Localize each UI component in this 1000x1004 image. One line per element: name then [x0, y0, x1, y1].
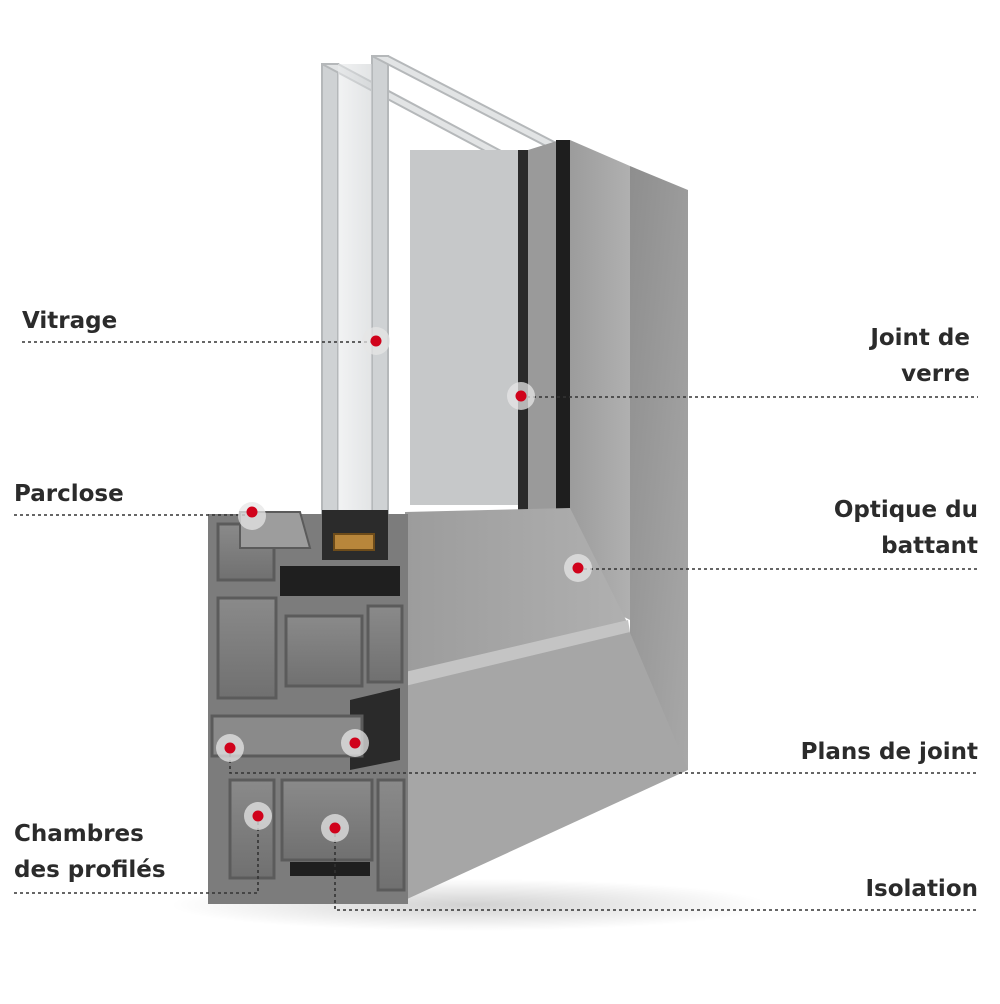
chamber-frame-3: [376, 778, 406, 892]
leader-chambres: [14, 816, 259, 894]
sash-vertical-front: [528, 140, 560, 520]
glass-surface: [338, 64, 372, 520]
label-chambres-line-1: Chambres: [14, 821, 144, 847]
chamber-frame-2: [280, 778, 374, 862]
glass-seal-block: [280, 566, 400, 596]
label-chambres-line-2: des profilés: [14, 857, 166, 883]
label-joint-verre: Joint de verre: [870, 320, 970, 392]
desiccant-spacer: [333, 533, 375, 551]
label-chambres: Chambres des profilés: [14, 816, 166, 888]
chamber-sash-2: [216, 596, 278, 700]
chamber-frame-1: [228, 778, 276, 880]
marker-plans-joint-2: [341, 729, 369, 757]
label-joint-verre-line-2: verre: [901, 361, 970, 387]
marker-vitrage: [362, 327, 390, 355]
label-parclose-line-1: Parclose: [14, 481, 124, 507]
glass-visible-area: [410, 150, 520, 505]
marker-isolation: [321, 814, 349, 842]
frame-bottom: [405, 508, 688, 900]
label-isolation: Isolation: [865, 871, 978, 907]
glass-pane-inner: [371, 55, 389, 521]
markers: [216, 327, 592, 842]
frame-bottom-bevel: [405, 620, 630, 686]
label-joint-verre-line-1: Joint de: [870, 325, 970, 351]
frame-vertical-outer: [630, 166, 688, 770]
glazing-group: [321, 55, 563, 521]
label-plans-joint-line-1: Plans de joint: [800, 739, 978, 765]
marker-chambres: [244, 802, 272, 830]
label-optique-line-1: Optique du: [833, 497, 978, 523]
frame-vertical-face: [570, 140, 630, 620]
glass-spacer: [518, 150, 528, 510]
glass-pane-outer: [321, 63, 339, 521]
frame-base-rail: [290, 862, 370, 876]
label-vitrage: Vitrage: [22, 303, 117, 339]
marker-parclose: [238, 502, 266, 530]
marker-plans-joint-1: [216, 734, 244, 762]
label-plans-joint: Plans de joint: [801, 734, 978, 770]
marker-optique: [564, 554, 592, 582]
marker-joint-verre: [507, 382, 535, 410]
frame-bottom-face: [405, 628, 688, 900]
label-isolation-line-1: Isolation: [865, 876, 978, 902]
chamber-sash-3: [284, 614, 364, 688]
label-vitrage-line-1: Vitrage: [22, 308, 118, 334]
glazing-gasket-strip: [556, 140, 570, 520]
label-optique: Optique du battant: [834, 492, 978, 564]
label-optique-line-2: battant: [881, 533, 978, 559]
sash-vertical: [528, 140, 688, 770]
label-parclose: Parclose: [14, 476, 124, 512]
chamber-sash-4: [366, 604, 404, 684]
leader-isolation: [334, 828, 978, 911]
profile-cross-section: [208, 510, 408, 904]
